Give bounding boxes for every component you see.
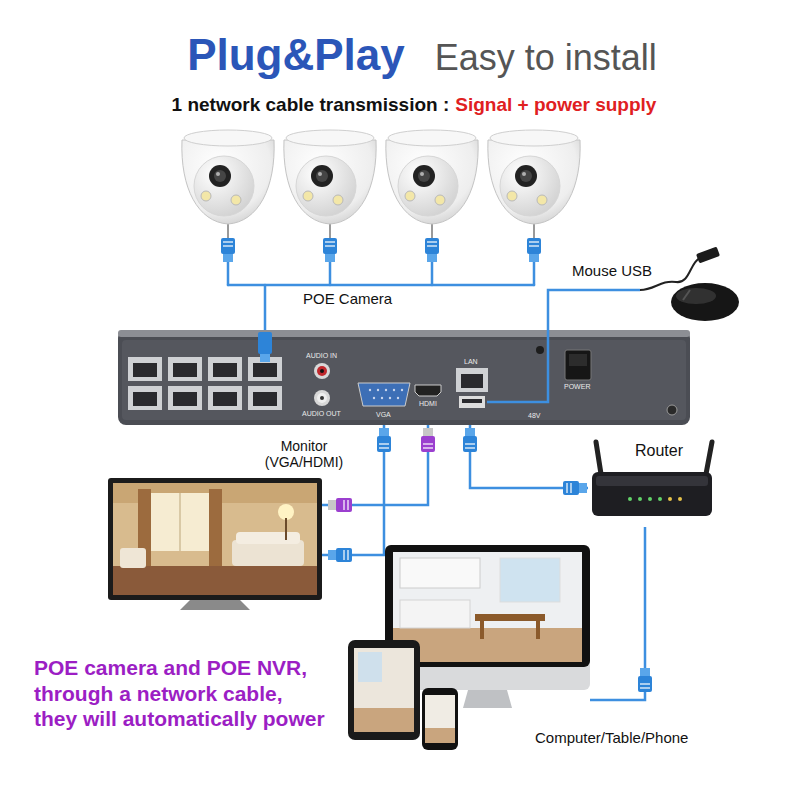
network-cable — [470, 425, 588, 488]
subtitle-text: Easy to install — [435, 37, 657, 79]
title-row: Plug&Play Easy to install — [22, 30, 800, 80]
tv-monitor — [108, 478, 322, 610]
network-cable — [548, 290, 566, 330]
diagram-title: Plug&Play — [187, 30, 405, 80]
nvr-device: AUDIO IN AUDIO OUT VGA HDMI LAN POWER 48V — [118, 330, 690, 425]
subtitle-row: 1 network cable transmission :Signal + p… — [14, 94, 800, 116]
note-text: 1 network cable transmission : — [172, 94, 450, 116]
node-text: LAN — [464, 358, 478, 365]
mouse-icon — [566, 247, 739, 321]
highlight-text: Signal + power supply — [455, 94, 656, 116]
node-text: HDMI — [419, 400, 437, 407]
node-text: AUDIO IN — [306, 352, 337, 359]
dome-cameras — [182, 130, 580, 262]
node-text: AUDIO OUT — [302, 410, 341, 417]
node-text: Computer/Table/Phone — [535, 729, 688, 746]
mouse-node: Mouse USB — [566, 250, 744, 326]
network-cable — [322, 425, 384, 555]
computer-devices — [348, 545, 590, 750]
cable-label: POE Camera — [300, 290, 395, 307]
cable-plugs — [328, 428, 652, 692]
network-cable — [590, 527, 645, 700]
monitor-node: Monitor (VGA/HDMI) — [108, 478, 322, 608]
computer-node: Computer/Table/Phone — [345, 545, 590, 725]
node-text: 48V — [528, 412, 540, 419]
node-text: Monitor (VGA/HDMI) — [254, 438, 354, 470]
node-text: POWER — [564, 383, 590, 390]
router-node: Router — [588, 442, 730, 527]
node-text: Router — [588, 442, 730, 460]
node-text: Mouse USB — [572, 262, 652, 279]
nvr-recorder — [118, 330, 690, 425]
caption-text: POE camera and POE NVR, through a networ… — [34, 655, 328, 732]
camera-cables — [228, 222, 534, 332]
node-text: VGA — [376, 411, 391, 418]
